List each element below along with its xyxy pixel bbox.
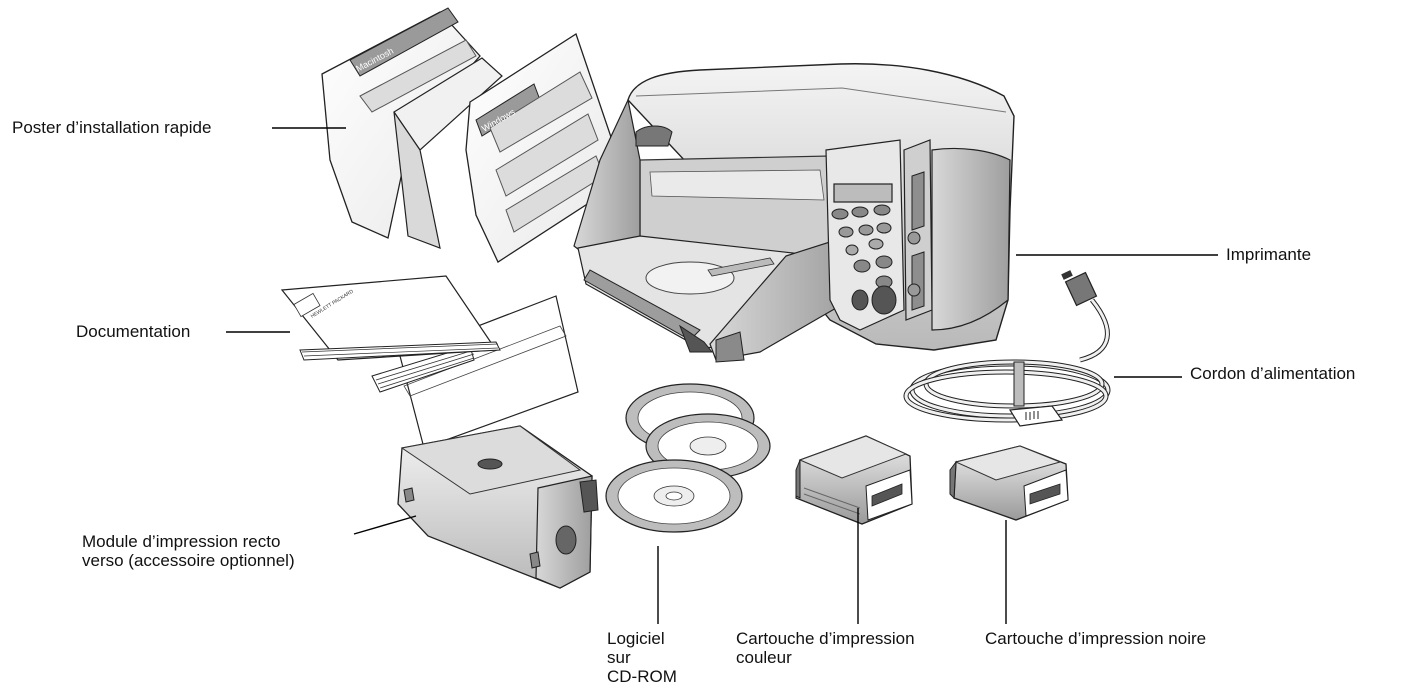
power-cord-illustration: [903, 270, 1111, 427]
printer-illustration: [573, 63, 1015, 363]
label-cartouche-couleur-line1: Cartouche d’impression: [736, 629, 915, 648]
label-logiciel-line1: Logiciel sur: [607, 629, 665, 667]
documentation-illustration: HEWLETT PACKARD: [280, 275, 579, 449]
label-logiciel-line2: CD-ROM: [607, 667, 677, 686]
poster-illustration: Macintosh Windows: [321, 7, 613, 263]
label-module: Module d’impression recto verso (accesso…: [82, 532, 382, 570]
label-cordon: Cordon d’alimentation: [1190, 364, 1356, 383]
label-poster: Poster d’installation rapide: [12, 118, 212, 137]
leader-lines: [226, 127, 1218, 624]
leader-module: [353, 515, 417, 535]
label-module-line2: verso (accessoire optionnel): [82, 551, 295, 570]
cdrom-illustration: [605, 383, 771, 533]
label-cartouche-couleur: Cartouche d’impression couleur: [736, 629, 976, 667]
label-logiciel: Logiciel sur CD-ROM: [607, 629, 687, 686]
label-cartouche-noire: Cartouche d’impression noire: [985, 629, 1207, 648]
label-cartouche-couleur-line2: couleur: [736, 648, 792, 667]
label-documentation: Documentation: [76, 322, 191, 341]
black-cartridge-illustration: [949, 445, 1069, 521]
label-imprimante: Imprimante: [1226, 245, 1312, 264]
lcd-screen: [833, 183, 893, 203]
label-module-line1: Module d’impression recto: [82, 532, 281, 551]
duplex-module-illustration: [397, 425, 599, 589]
color-cartridge-illustration: [795, 435, 913, 525]
